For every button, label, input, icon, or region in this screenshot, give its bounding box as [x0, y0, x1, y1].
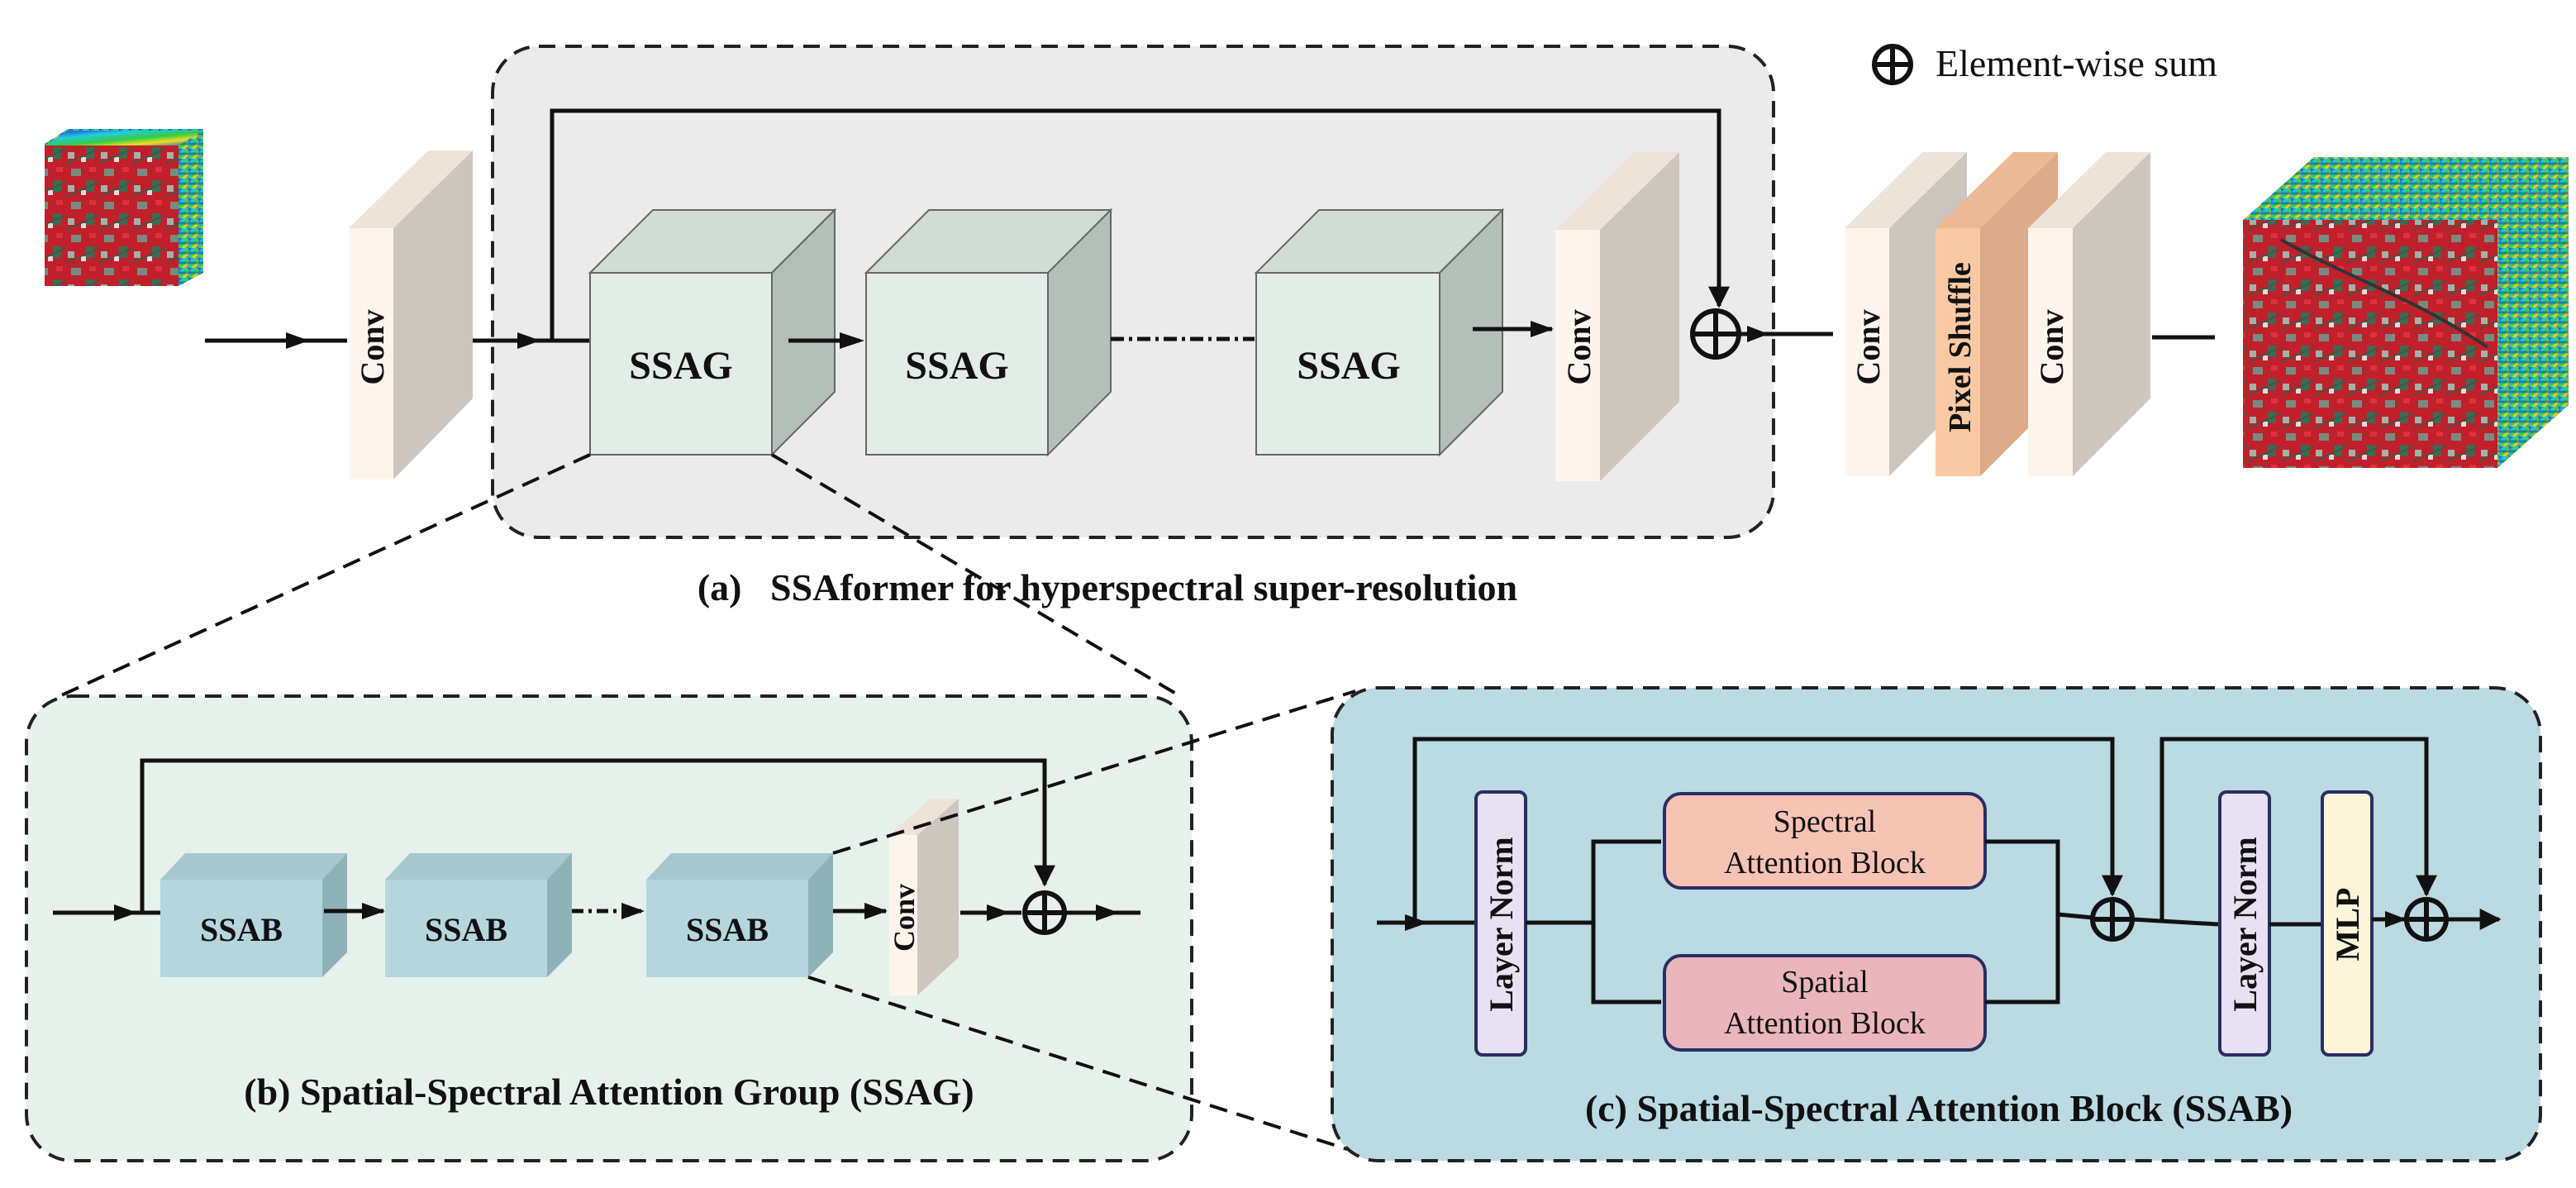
arrowhead: [286, 332, 309, 349]
attention-skip-connection: [1412, 737, 2123, 923]
pixel-shuffle-label: Pixel Shuffle: [1943, 262, 1978, 432]
ssab-block-1: [160, 853, 347, 977]
arrowhead: [114, 904, 137, 921]
arrowhead: [621, 903, 645, 919]
arrowhead: [987, 904, 1010, 921]
arrowhead: [517, 332, 540, 349]
arrowhead: [1531, 321, 1554, 337]
panel-c-caption: (c) Spatial-Spectral Attention Block (SS…: [1585, 1087, 2293, 1129]
panel-a-caption: (a) SSAformer for hyperspectral super-re…: [698, 566, 1517, 608]
global-skip-connection: [550, 108, 1730, 341]
branch-merge: [1985, 839, 2060, 1004]
zoom-line-left: [59, 453, 591, 698]
conv-body-layer: [1555, 152, 1679, 481]
panel-b-frame: [25, 694, 1193, 1162]
spatial-attention-label-1: Spatial: [1781, 965, 1869, 1000]
input-hyperspectral-cube-icon: [45, 129, 203, 286]
element-wise-sum-icon: [2090, 897, 2135, 942]
zoom-line-right: [770, 453, 1182, 698]
ssag-3-label: SSAG: [1297, 344, 1400, 388]
ssab-2-label: SSAB: [425, 911, 507, 948]
ssag-block-2: [864, 208, 1113, 457]
tail-conv-2-layer: [2028, 152, 2150, 476]
flow-merge-to-sum: [2057, 912, 2093, 920]
spectral-attention-label-2: Attention Block: [1724, 846, 1926, 880]
legend-label: Element-wise sum: [1936, 42, 2217, 84]
tail-conv-2-label: Conv: [2033, 309, 2070, 384]
element-wise-sum-icon: [1022, 890, 1067, 935]
flow-sum-to-ln2: [2131, 917, 2219, 927]
mlp-label: MLP: [2329, 888, 2366, 961]
zoom-line-top: [832, 689, 1356, 855]
branch-split: [1591, 839, 1661, 1004]
ssab-3-label: SSAB: [686, 911, 769, 948]
spatial-attention-label-2: Attention Block: [1724, 1006, 1926, 1041]
tail-conv-1-label: Conv: [1850, 309, 1887, 384]
ssag-1-label: SSAG: [629, 344, 732, 388]
arrowhead: [840, 332, 864, 349]
group-skip-connection: [140, 758, 1055, 913]
element-wise-sum-icon: [2404, 897, 2449, 942]
conv-body-label: Conv: [1560, 309, 1598, 384]
conv-group-layer: [889, 799, 959, 995]
ssag-block-3: [1254, 208, 1505, 457]
arrowhead: [2385, 911, 2407, 928]
arrowhead: [362, 903, 385, 919]
arrowhead: [1096, 904, 1119, 921]
ssab-1-label: SSAB: [200, 911, 283, 948]
layer-norm-1-label: Layer Norm: [1483, 837, 1520, 1011]
layer-norm-2-label: Layer Norm: [2226, 837, 2264, 1011]
mlp-skip-connection: [2159, 737, 2437, 919]
zoom-line-bottom: [807, 976, 1348, 1151]
conv-group-label: Conv: [888, 884, 921, 952]
arrowhead: [1747, 326, 1769, 342]
element-wise-sum-icon: [1690, 308, 1741, 360]
spectral-attention-label-1: Spectral: [1774, 804, 1877, 839]
mlp-box: [2321, 790, 2374, 1057]
ssag-block-1: [588, 208, 837, 457]
panel-b-caption: (b) Spatial-Spectral Attention Group (SS…: [244, 1071, 974, 1113]
ssab-block-3: [646, 853, 833, 977]
conv-input-layer: [349, 150, 473, 479]
ssab-block-2: [385, 853, 572, 977]
output-hyperspectral-cube-icon: [2243, 157, 2569, 468]
legend-sum-icon: [1872, 44, 1913, 85]
conv-input-label: Conv: [354, 309, 391, 384]
ssag-2-label: SSAG: [905, 344, 1008, 388]
arrowhead: [864, 903, 888, 919]
